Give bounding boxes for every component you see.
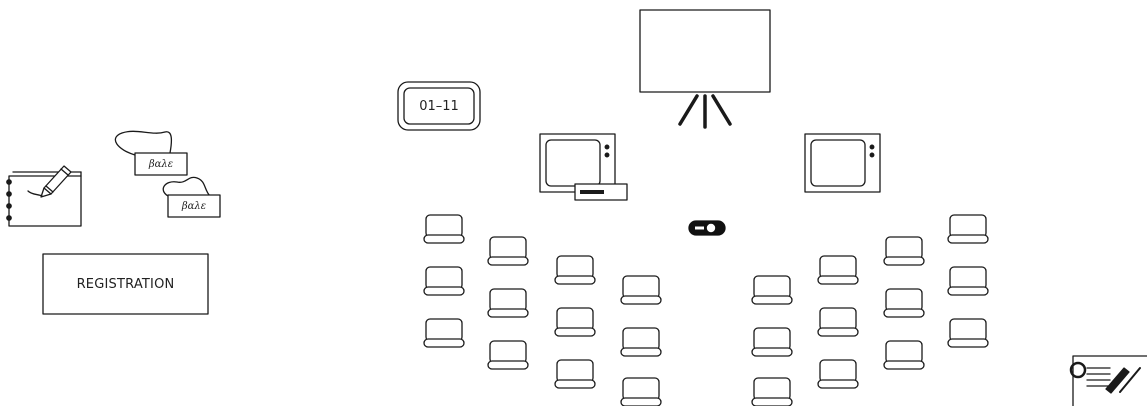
flip-chart-icon	[639, 9, 771, 129]
chair-icon	[620, 275, 662, 305]
chair-icon	[751, 275, 793, 305]
chair-icon	[423, 214, 465, 244]
chair-icon	[487, 236, 529, 266]
chair-icon	[620, 377, 662, 407]
chair-icon	[487, 288, 529, 318]
vcr-icon	[574, 183, 628, 201]
chair-icon	[947, 266, 989, 296]
chair-icon	[947, 214, 989, 244]
clock-label: 01–11	[419, 98, 459, 114]
note-card-icon	[1069, 355, 1147, 410]
registration-label: REGISTRATION	[76, 276, 175, 292]
name-tag-icon	[162, 176, 221, 218]
name-tag-icon	[114, 130, 188, 176]
chair-icon	[817, 359, 859, 389]
tv-monitor-icon	[539, 133, 616, 193]
chair-icon	[554, 307, 596, 337]
chair-icon	[423, 266, 465, 296]
chair-icon	[423, 318, 465, 348]
clock-sign-icon	[397, 81, 481, 131]
name-tag-text: βαλε	[181, 200, 207, 212]
tv-monitor-icon	[804, 133, 881, 193]
chair-icon	[817, 255, 859, 285]
projector-icon	[688, 220, 726, 236]
registration-desk	[42, 253, 209, 315]
notepad-pencil-icon	[6, 165, 82, 227]
chair-icon	[883, 236, 925, 266]
chair-icon	[487, 340, 529, 370]
seating	[423, 214, 989, 407]
chair-icon	[751, 377, 793, 407]
chair-icon	[751, 327, 793, 357]
chair-icon	[883, 288, 925, 318]
name-tag-text: βαλε	[148, 158, 174, 170]
chair-icon	[554, 255, 596, 285]
chair-icon	[554, 359, 596, 389]
chair-icon	[947, 318, 989, 348]
chair-icon	[620, 327, 662, 357]
chair-icon	[883, 340, 925, 370]
chair-icon	[817, 307, 859, 337]
